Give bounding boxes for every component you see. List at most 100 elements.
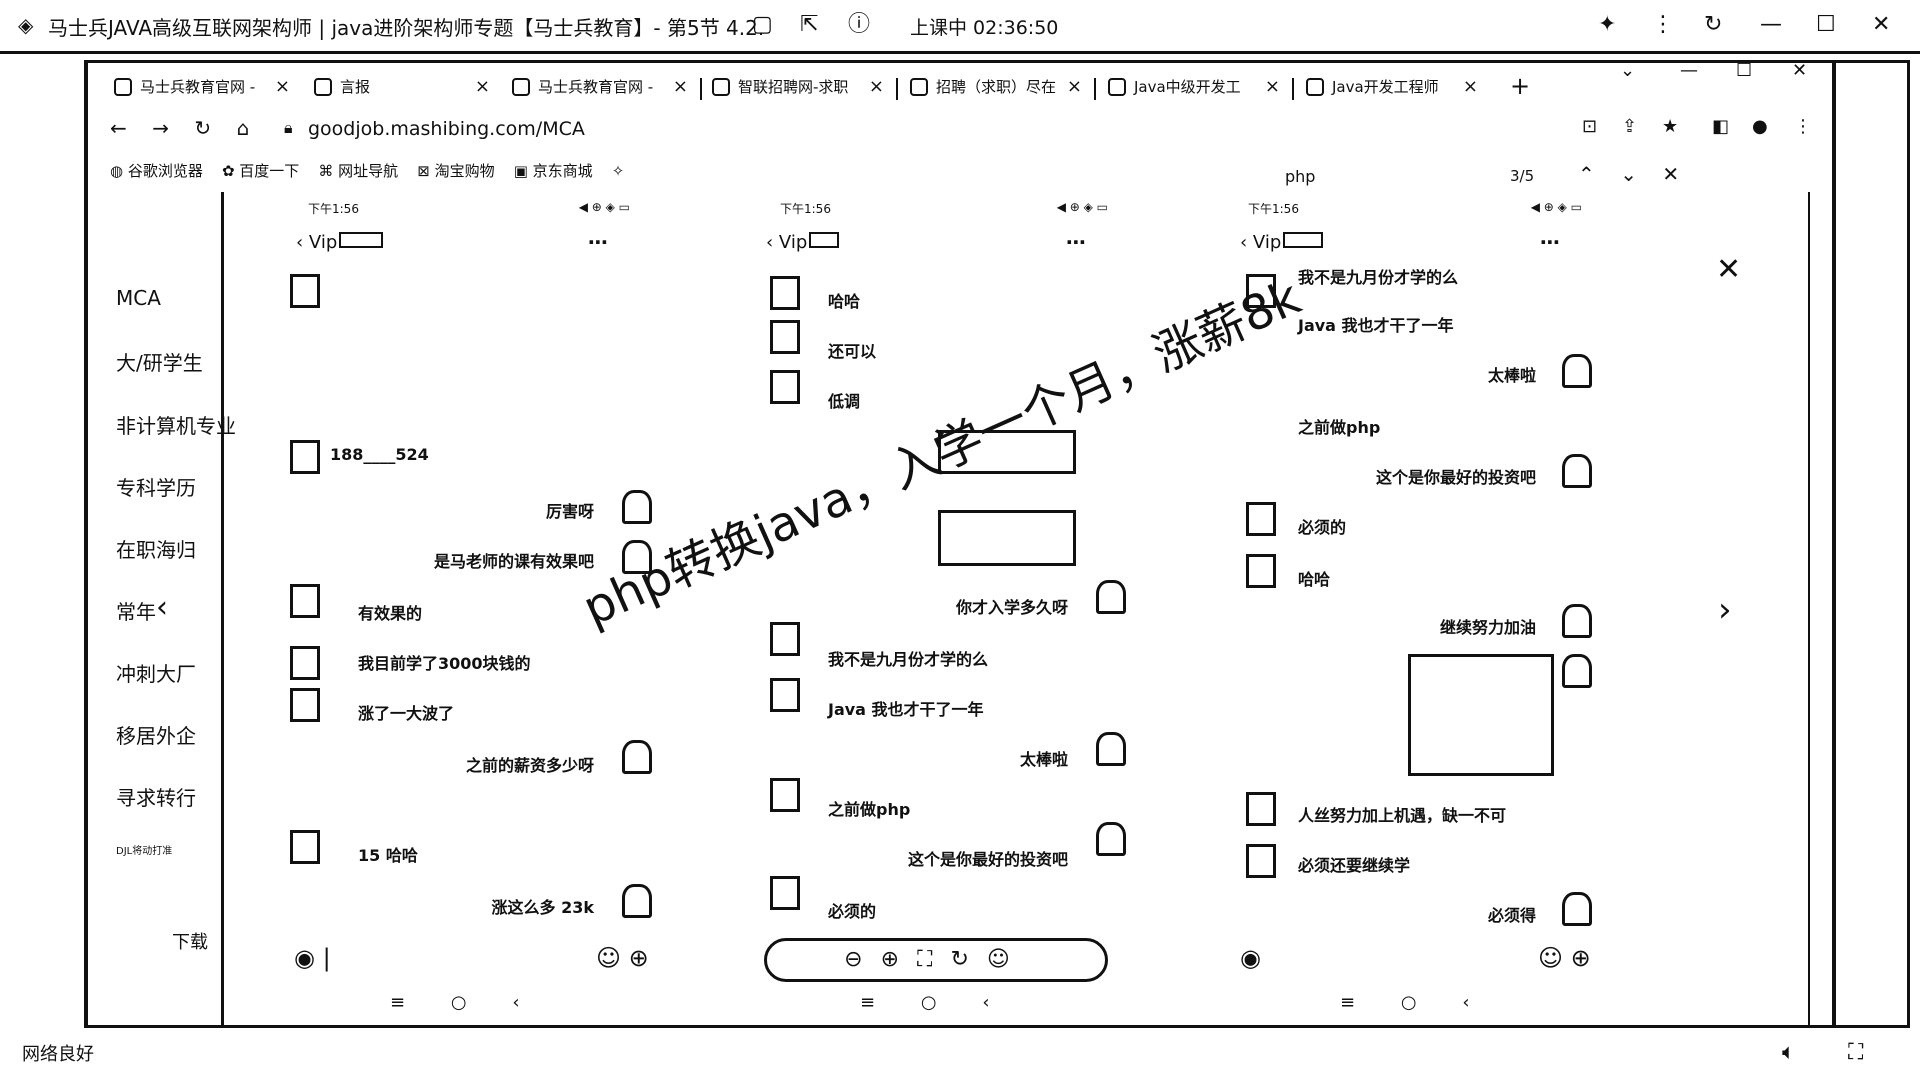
home-nav-icon[interactable]: ○ bbox=[1400, 992, 1417, 1013]
tab-close-icon[interactable]: × bbox=[1264, 76, 1280, 97]
back-icon[interactable]: ← bbox=[110, 116, 127, 140]
tab-close-icon[interactable]: × bbox=[274, 76, 290, 97]
browser-menu-icon[interactable]: ⋮ bbox=[1794, 116, 1812, 137]
sidebar-item[interactable]: 专科学历 bbox=[116, 476, 196, 500]
share-page-icon[interactable]: ⇪ bbox=[1622, 116, 1638, 137]
fit-icon[interactable]: ⛶ bbox=[917, 947, 951, 972]
tab-list-icon[interactable]: ⌄ bbox=[1620, 60, 1636, 81]
menu-nav-icon[interactable]: ≡ bbox=[1340, 992, 1356, 1013]
tab-3[interactable]: 马士兵教育官网 -× bbox=[512, 76, 688, 104]
minimize-icon[interactable]: — bbox=[1760, 12, 1782, 37]
close-icon[interactable]: ✕ bbox=[1872, 12, 1891, 37]
sidebar-item[interactable]: DJL将动打准 bbox=[116, 846, 173, 857]
find-next-icon[interactable]: ⌄ bbox=[1620, 162, 1637, 186]
address-bar[interactable]: goodjob.mashibing.com/MCA bbox=[308, 118, 585, 140]
sidebar-item[interactable]: 冲刺大厂 bbox=[116, 662, 196, 686]
fullscreen-icon[interactable]: ⛶ bbox=[1848, 1040, 1864, 1065]
share-icon[interactable]: ⇱ bbox=[800, 12, 819, 37]
find-close-icon[interactable]: ✕ bbox=[1662, 162, 1680, 186]
tab-4[interactable]: 智联招聘网-求职× bbox=[712, 76, 884, 104]
home-icon[interactable]: ⌂ bbox=[236, 116, 250, 140]
rotate-icon[interactable]: ↻ bbox=[950, 947, 987, 972]
bookmark-item[interactable]: ⌘ 网址导航 bbox=[318, 162, 399, 180]
tab-1[interactable]: 马士兵教育官网 -× bbox=[114, 76, 290, 104]
new-tab-icon[interactable]: + bbox=[1510, 72, 1531, 100]
zoom-out-icon[interactable]: ⊖ bbox=[844, 947, 881, 972]
forward-icon[interactable]: → bbox=[152, 116, 169, 140]
tab-close-icon[interactable]: × bbox=[1462, 76, 1478, 97]
profile-icon[interactable]: ● bbox=[1752, 116, 1768, 137]
scrollbar[interactable] bbox=[1808, 192, 1826, 1028]
sidebar-item[interactable]: 非计算机专业 bbox=[116, 414, 236, 438]
prev-image-icon[interactable]: ‹ bbox=[156, 590, 168, 625]
voice-icon[interactable]: ◉ bbox=[294, 944, 315, 972]
close-viewer-icon[interactable]: ✕ bbox=[1716, 252, 1742, 287]
info-icon[interactable]: ⓘ bbox=[848, 12, 871, 37]
message-left: 有效果的 bbox=[358, 604, 423, 623]
home-nav-icon[interactable]: ○ bbox=[920, 992, 937, 1013]
sidebar-item[interactable]: 寻求转行 bbox=[116, 786, 196, 810]
zoom-in-icon[interactable]: ⊕ bbox=[880, 947, 918, 972]
menu-nav-icon[interactable]: ≡ bbox=[390, 992, 406, 1013]
sidebar-item[interactable]: MCA bbox=[116, 286, 161, 310]
chat-icon[interactable]: ▢ bbox=[752, 12, 773, 37]
message-left: 哈哈 bbox=[828, 292, 861, 311]
download-link[interactable]: 下载 bbox=[172, 932, 208, 953]
tab-close-icon[interactable]: × bbox=[1066, 76, 1082, 97]
bookmark-item[interactable]: ⊠ 淘宝购物 bbox=[417, 162, 495, 180]
sidepanel-icon[interactable]: ◧ bbox=[1712, 116, 1730, 137]
tab-close-icon[interactable]: × bbox=[474, 76, 490, 97]
volume-icon[interactable]: 🔈︎ bbox=[1782, 1040, 1796, 1065]
tab-close-icon[interactable]: × bbox=[868, 76, 884, 97]
find-input[interactable]: php bbox=[1285, 167, 1316, 186]
pin-icon[interactable]: ✦ bbox=[1598, 12, 1617, 37]
voice-icon[interactable]: ◉ bbox=[1240, 944, 1261, 972]
more-icon[interactable]: ⋯ bbox=[588, 230, 610, 254]
tab-2[interactable]: 言报× bbox=[314, 76, 490, 104]
next-image-icon[interactable]: › bbox=[1718, 590, 1732, 630]
emoji-icon[interactable]: ☺ bbox=[596, 944, 622, 972]
live-status: 上课中 02:36:50 bbox=[910, 17, 1059, 39]
sidebar-item[interactable]: 移居外企 bbox=[116, 724, 196, 748]
tab-6[interactable]: Java中级开发工× bbox=[1108, 76, 1280, 104]
emoji-icon[interactable]: ☺ bbox=[1538, 944, 1564, 972]
more-icon[interactable]: ⋯ bbox=[1540, 230, 1562, 254]
message-left: Java 我也才干了一年 bbox=[1298, 316, 1454, 335]
back-nav-icon[interactable]: ‹ bbox=[982, 992, 990, 1013]
refresh-icon[interactable]: ↻ bbox=[1704, 12, 1723, 37]
site-icon bbox=[114, 78, 132, 96]
home-nav-icon[interactable]: ○ bbox=[450, 992, 467, 1013]
back-nav-icon[interactable]: ‹ bbox=[1462, 992, 1470, 1013]
sidebar-item[interactable]: 在职海归 bbox=[116, 538, 196, 562]
back-nav-icon[interactable]: ‹ bbox=[512, 992, 520, 1013]
avatar bbox=[290, 830, 320, 864]
phone-time: 下午1:56 bbox=[1248, 202, 1299, 216]
sidebar-item[interactable]: 大/研学生 bbox=[116, 351, 203, 375]
menu-nav-icon[interactable]: ≡ bbox=[860, 992, 876, 1013]
plus-icon[interactable]: ⊕ bbox=[628, 944, 649, 972]
reload-icon[interactable]: ↻ bbox=[194, 116, 212, 140]
tab-5[interactable]: 招聘（求职）尽在× bbox=[910, 76, 1082, 104]
find-count: 3/5 bbox=[1510, 167, 1535, 185]
window-close-icon[interactable]: ✕ bbox=[1792, 60, 1808, 81]
more-icon[interactable]: ⋯ bbox=[1066, 230, 1088, 254]
avatar bbox=[290, 584, 320, 618]
bookmark-item[interactable]: ✿ 百度一下 bbox=[221, 162, 300, 180]
window-minimize-icon[interactable]: — bbox=[1680, 60, 1698, 81]
tab-7[interactable]: Java开发工程师× bbox=[1306, 76, 1478, 104]
window-restore-icon[interactable]: ☐ bbox=[1736, 60, 1753, 81]
menu-icon[interactable]: ⋮ bbox=[1652, 12, 1674, 37]
bookmark-item[interactable]: ▣ 京东商城 bbox=[513, 162, 593, 180]
star-icon[interactable]: ★ bbox=[1662, 116, 1679, 137]
emoji-icon[interactable]: ☺ bbox=[986, 947, 1028, 972]
chat-screenshot-3: 下午1:56 ◀ ⊕ ◈ ▭ ‹ Vip ⋯ 我不是九月份才学的么 Java 我… bbox=[1222, 192, 1642, 1028]
sidebar-item[interactable]: 常年 bbox=[116, 600, 156, 624]
bookmark-item[interactable]: ◍ 谷歌浏览器 bbox=[110, 162, 203, 180]
bookmark-more-icon[interactable]: ✧ bbox=[611, 162, 625, 180]
plus-icon[interactable]: ⊕ bbox=[1570, 944, 1591, 972]
tab-close-icon[interactable]: × bbox=[672, 76, 688, 97]
translate-icon[interactable]: ⊡ bbox=[1582, 116, 1598, 137]
find-prev-icon[interactable]: ⌃ bbox=[1578, 162, 1595, 186]
maximize-icon[interactable]: ☐ bbox=[1816, 12, 1836, 37]
avatar bbox=[1096, 580, 1126, 614]
